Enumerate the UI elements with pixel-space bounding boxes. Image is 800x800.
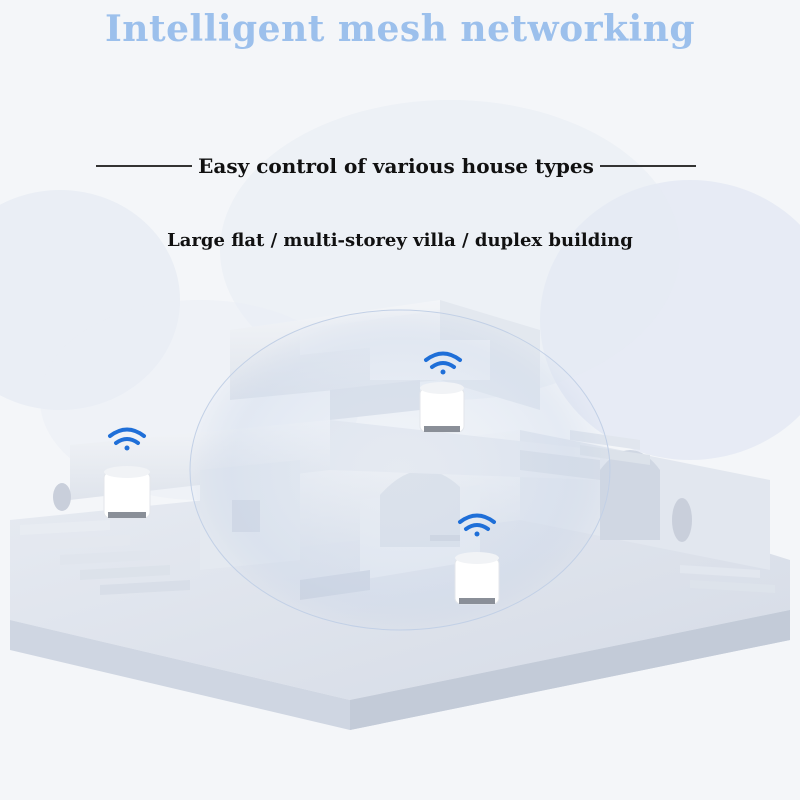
coverage-dome: [189, 309, 611, 631]
mesh-router-top: [419, 351, 465, 433]
mesh-router-icon: [419, 382, 465, 433]
mesh-router-icon: [454, 552, 500, 605]
divider-right: [599, 165, 697, 167]
wifi-icon: [424, 351, 462, 375]
left-stairs: [20, 520, 190, 595]
wifi-icon: [108, 427, 146, 451]
page-title: Intelligent mesh networking: [104, 8, 696, 50]
right-stairs: [680, 565, 775, 593]
divider-left: [96, 165, 193, 167]
mesh-router-bottom: [454, 513, 500, 605]
wifi-icon: [458, 513, 496, 537]
subtitle-row: Easy control of various house types: [96, 150, 697, 182]
mesh-router-icon: [103, 466, 151, 519]
house-types-text: Large flat / multi-storey villa / duplex…: [167, 230, 633, 251]
subtitle: Easy control of various house types: [198, 154, 594, 178]
plants: [53, 483, 692, 542]
mesh-router-left: [103, 427, 151, 519]
